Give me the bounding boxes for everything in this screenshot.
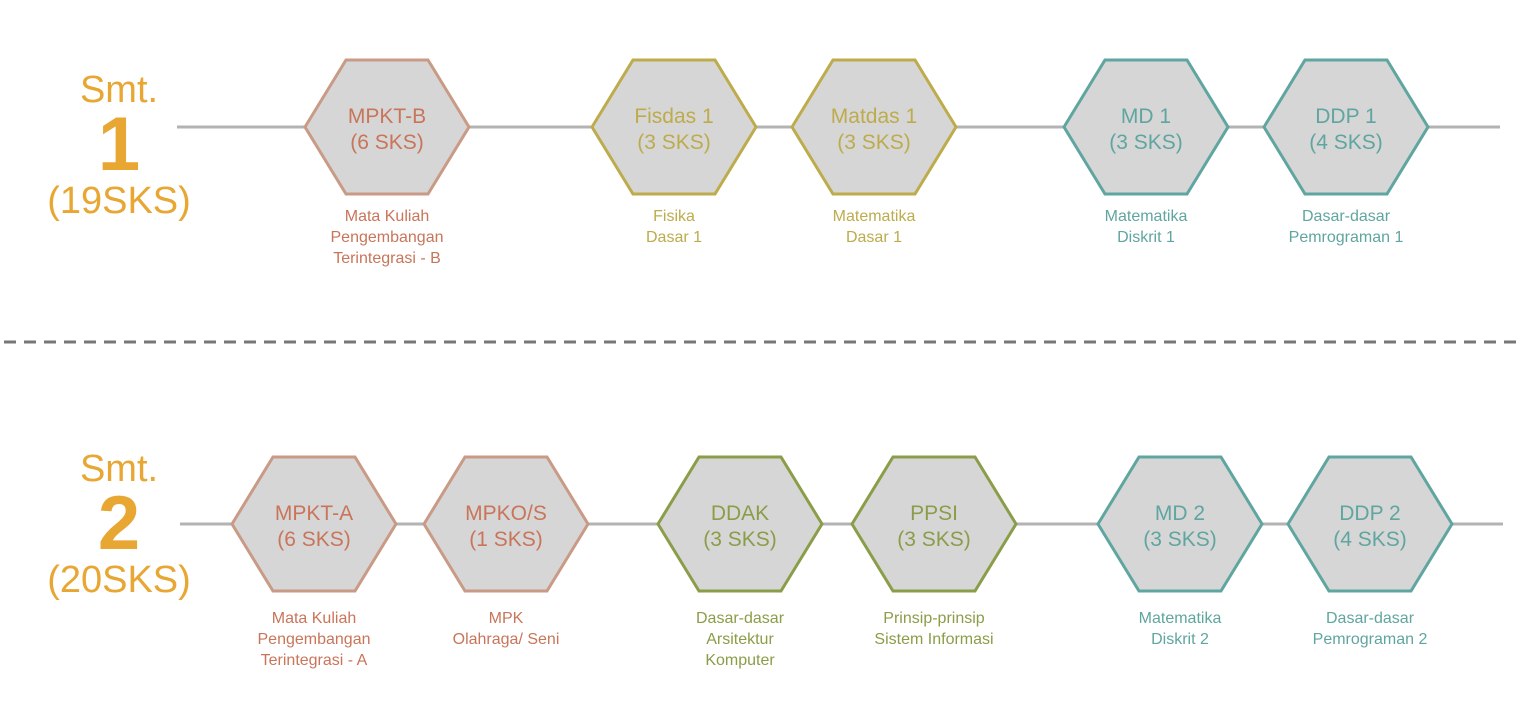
course-code: Fisdas 1	[634, 105, 713, 128]
course-description-line: Pemrograman 2	[1312, 631, 1428, 648]
course-node-ppsi: PPSI (3 SKS)	[850, 455, 1018, 593]
course-code: Matdas 1	[831, 105, 917, 128]
course-sks: (3 SKS)	[703, 528, 777, 551]
course-hexagon	[656, 455, 824, 593]
course-description-line: Diskrit 2	[1151, 631, 1209, 648]
course-hexagon	[1062, 58, 1230, 196]
course-description-line: Dasar-dasar	[695, 610, 785, 627]
course-hexagon	[590, 58, 758, 196]
course-hexagon	[1286, 455, 1454, 593]
course-node-mpkt-a: MPKT-A (6 SKS)	[230, 455, 398, 593]
course-description-line: Olahraga/ Seni	[452, 631, 560, 648]
course-description-line: Matematika	[1138, 610, 1222, 627]
course-sks: (6 SKS)	[350, 131, 424, 154]
course-hexagon	[790, 58, 958, 196]
course-sks: (3 SKS)	[897, 528, 971, 551]
course-sks: (3 SKS)	[837, 131, 911, 154]
course-description-line: Diskrit 1	[1117, 229, 1175, 246]
course-node-mpko-s: MPKO/S (1 SKS)	[422, 455, 590, 593]
semester-1-label: Smt.	[79, 69, 159, 111]
course-description-mpko-s: MPK Olahraga/ Seni	[453, 608, 560, 650]
course-description-line: Matematika	[1104, 208, 1188, 225]
course-description-line: Dasar-dasar	[1325, 610, 1415, 627]
course-hexagon	[1262, 58, 1430, 196]
course-hexagon	[1096, 455, 1264, 593]
semester-1-credits: (19SKS)	[47, 180, 191, 222]
course-node-ddp-2: DDP 2 (4 SKS)	[1286, 455, 1454, 593]
course-code: DDP 1	[1315, 105, 1376, 128]
course-node-matdas-1: Matdas 1 (3 SKS)	[790, 58, 958, 196]
course-description-line: Sistem Informasi	[874, 631, 994, 648]
course-description-line: Matematika	[832, 208, 916, 225]
course-sks: (4 SKS)	[1309, 131, 1383, 154]
course-description-line: Mata Kuliah	[271, 610, 357, 627]
course-description-line: Mata Kuliah	[344, 208, 430, 225]
course-node-mpkt-b: MPKT-B (6 SKS)	[303, 58, 471, 196]
course-sks: (3 SKS)	[1143, 528, 1217, 551]
course-sks: (4 SKS)	[1333, 528, 1407, 551]
course-description-line: Komputer	[705, 652, 775, 669]
course-sks: (3 SKS)	[637, 131, 711, 154]
course-sks: (1 SKS)	[469, 528, 543, 551]
semester-2-label: Smt.	[79, 448, 159, 490]
course-node-fisdas-1: Fisdas 1 (3 SKS)	[590, 58, 758, 196]
course-hexagon	[850, 455, 1018, 593]
course-description-line: Pengembangan	[330, 229, 444, 246]
course-description-line: MPK	[488, 610, 524, 627]
course-code: MPKO/S	[465, 502, 547, 525]
course-description-line: Terintegrasi - A	[260, 652, 368, 669]
semester-1-heading: Smt. 1 (19SKS)	[47, 70, 191, 222]
semester-2-credits: (20SKS)	[47, 559, 191, 601]
course-description-line: Terintegrasi - B	[333, 250, 441, 267]
course-description-line: Fisika	[653, 208, 695, 225]
course-description-line: Pemrograman 1	[1288, 229, 1404, 246]
course-node-ddak: DDAK (3 SKS)	[656, 455, 824, 593]
semester-2-number: 2	[97, 481, 141, 566]
course-sks: (6 SKS)	[277, 528, 351, 551]
course-code: MD 2	[1155, 502, 1205, 525]
course-code: DDAK	[711, 502, 769, 525]
semester-2-heading: Smt. 2 (20SKS)	[47, 449, 191, 601]
course-description-line: Dasar 1	[645, 229, 703, 246]
course-description-line: Dasar-dasar	[1301, 208, 1391, 225]
course-code: MPKT-A	[275, 502, 353, 525]
course-node-md-1: MD 1 (3 SKS)	[1062, 58, 1230, 196]
course-hexagon	[230, 455, 398, 593]
course-code: MD 1	[1121, 105, 1171, 128]
course-code: PPSI	[910, 502, 958, 525]
course-sks: (3 SKS)	[1109, 131, 1183, 154]
course-description-line: Pengembangan	[257, 631, 371, 648]
course-node-md-2: MD 2 (3 SKS)	[1096, 455, 1264, 593]
course-node-ddp-1: DDP 1 (4 SKS)	[1262, 58, 1430, 196]
course-code: MPKT-B	[348, 105, 426, 128]
course-description-line: Arsitektur	[706, 631, 774, 648]
course-description-line: Prinsip-prinsip	[883, 610, 985, 627]
course-description-line: Dasar 1	[845, 229, 903, 246]
course-hexagon	[422, 455, 590, 593]
semester-1-number: 1	[97, 102, 141, 187]
course-hexagon	[303, 58, 471, 196]
course-code: DDP 2	[1339, 502, 1400, 525]
